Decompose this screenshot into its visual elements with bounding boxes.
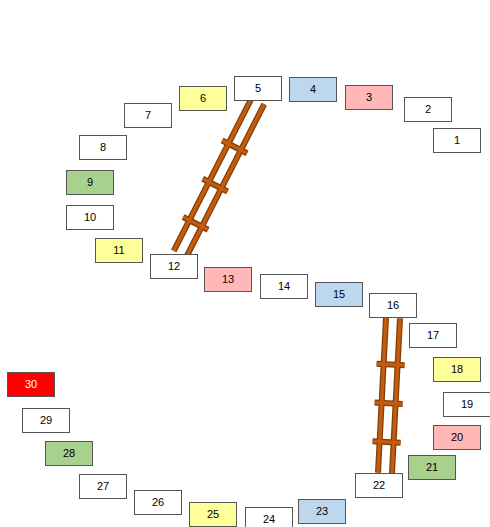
ladder-wood (392, 318, 400, 473)
square-number: 28 (63, 447, 75, 459)
square-number: 15 (333, 288, 345, 300)
board-square: 3 (345, 85, 393, 110)
board-square: 12 (150, 254, 198, 279)
ladder-outline (373, 441, 401, 442)
square-number: 22 (373, 479, 385, 491)
square-number: 29 (40, 414, 52, 426)
board-square: 2 (404, 97, 452, 122)
ladder-outline (174, 98, 252, 251)
square-number: 12 (168, 260, 180, 272)
board-square: 28 (45, 441, 93, 466)
square-number: 14 (278, 280, 290, 292)
board-square: 9 (66, 170, 114, 195)
square-number: 18 (451, 363, 463, 375)
square-number: 11 (113, 244, 124, 256)
square-number: 13 (222, 273, 234, 285)
ladder-outline (392, 318, 400, 473)
ladder-outline (377, 364, 405, 365)
board-square: 1 (433, 128, 481, 153)
ladder-wood (186, 104, 264, 257)
board-square: 21 (408, 455, 456, 480)
ladder-wood (375, 403, 403, 404)
board-square: 16 (369, 293, 417, 318)
square-number: 23 (316, 505, 328, 517)
ladder (174, 98, 264, 257)
ladder-outline (375, 403, 403, 404)
square-number: 6 (200, 92, 206, 104)
square-number: 3 (366, 91, 372, 103)
board-square: 6 (179, 86, 227, 111)
ladder-wood (373, 441, 401, 442)
ladder (373, 318, 405, 474)
square-number: 24 (263, 513, 275, 525)
ladder-wood (377, 364, 405, 365)
board-square: 15 (315, 282, 363, 307)
square-number: 21 (426, 461, 438, 473)
ladder-wood (222, 141, 247, 154)
board-square: 18 (433, 357, 481, 382)
square-number: 27 (97, 480, 109, 492)
board-square: 7 (124, 103, 172, 128)
board-square: 14 (260, 274, 308, 299)
board-square: 29 (22, 408, 70, 433)
board-square: 5 (234, 76, 282, 101)
board-square: 13 (204, 267, 252, 292)
square-number: 9 (87, 176, 93, 188)
board-square: 22 (355, 473, 403, 498)
square-number: 5 (255, 82, 261, 94)
board-square: 4 (289, 77, 337, 102)
board-square: 11 (95, 238, 143, 263)
board-square: 30 (7, 372, 55, 397)
square-number: 16 (387, 299, 399, 311)
ladder-wood (183, 217, 208, 230)
square-number: 17 (427, 329, 439, 341)
ladder-wood (203, 179, 228, 192)
board-square: 27 (79, 474, 127, 499)
square-number: 25 (207, 508, 219, 520)
square-number: 4 (310, 83, 316, 95)
board-square: 20 (433, 425, 481, 450)
square-number: 7 (145, 109, 151, 121)
board-square: 24 (245, 507, 293, 527)
square-number: 10 (84, 211, 96, 223)
ladder-outline (186, 104, 264, 257)
ladder-wood (378, 318, 386, 473)
board-square: 17 (409, 323, 457, 348)
square-number: 20 (451, 431, 463, 443)
ladder-outline (378, 318, 386, 473)
board-square: 25 (189, 502, 237, 527)
board-square: 23 (298, 499, 346, 524)
square-number: 1 (454, 134, 460, 146)
ladder-wood (174, 98, 252, 251)
square-number: 30 (25, 378, 37, 390)
board-square: 19 (443, 392, 490, 417)
square-number: 8 (100, 141, 106, 153)
square-number: 2 (425, 103, 431, 115)
board-square: 10 (66, 205, 114, 230)
square-number: 26 (152, 496, 164, 508)
square-number: 19 (461, 398, 473, 410)
board-square: 26 (134, 490, 182, 515)
board-square: 8 (79, 135, 127, 160)
